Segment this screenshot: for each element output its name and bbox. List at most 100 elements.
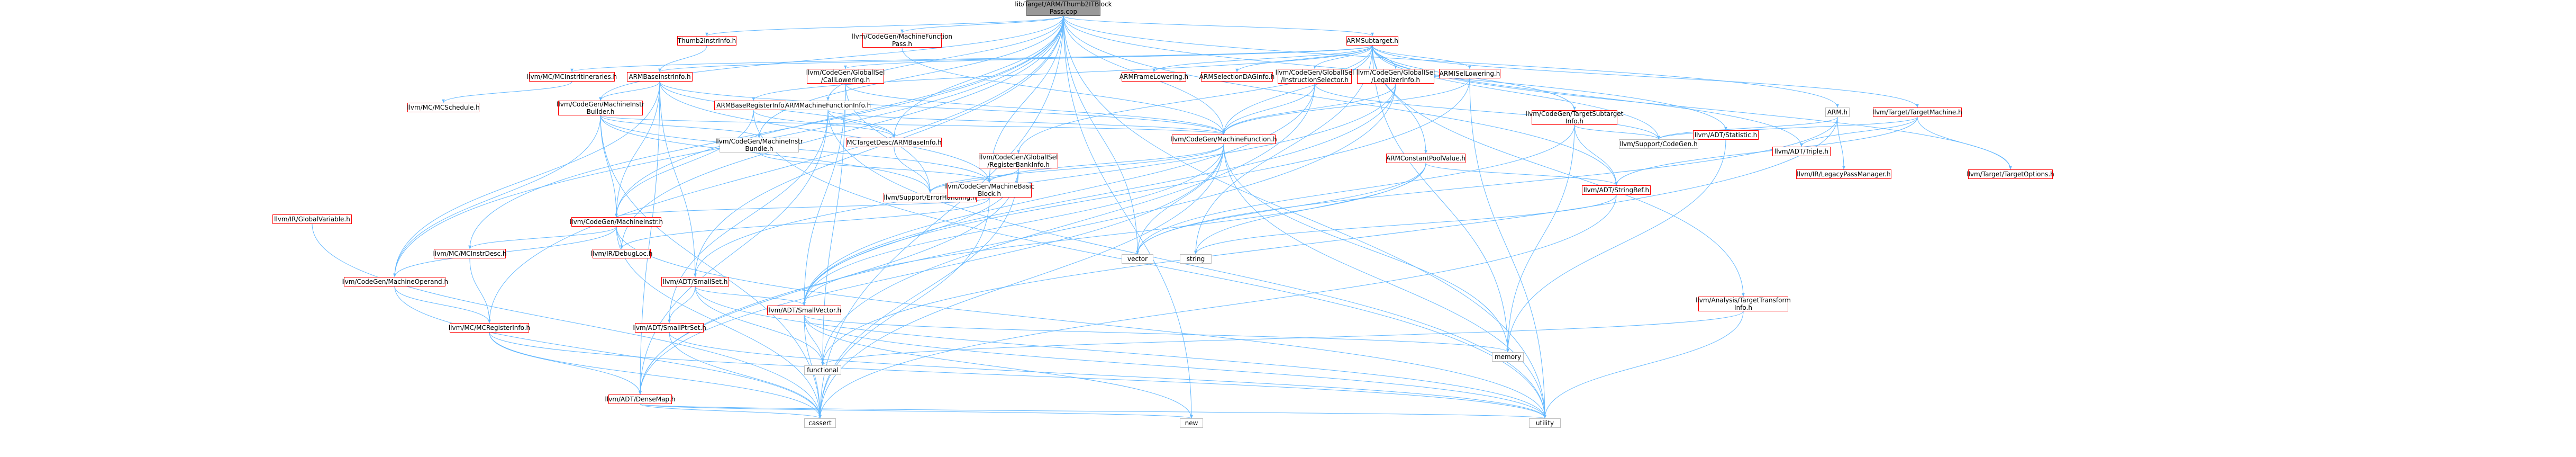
edge-armbaseinfo-to-errorhandling (894, 147, 932, 193)
node-mcschedule[interactable]: llvm/MC/MCSchedule.h (407, 103, 480, 112)
edge-armconstpool-to-stringref (1425, 163, 1618, 186)
edge-machinefunction-to-vector (1136, 144, 1224, 255)
node-smallvector[interactable]: llvm/ADT/SmallVector.h (767, 306, 842, 315)
edge-machinefunction-to-cassert (818, 144, 1224, 419)
node-mcinstritineraries[interactable]: llvm/MC/MCInstrItineraries.h (526, 72, 617, 82)
node-instructionselector[interactable]: llvm/CodeGen/GlobalISel /InstructionSele… (1275, 69, 1354, 84)
node-debugloc[interactable]: llvm/IR/DebugLoc.h (590, 249, 653, 258)
edge-machineinstr-to-cassert (616, 226, 822, 419)
edge-root-to-mibundle (758, 15, 1064, 138)
edge-armbaseinstrinfo-to-machineinstr (615, 81, 660, 218)
node-thumb2instrinfo[interactable]: Thumb2InstrInfo.h (677, 36, 736, 46)
edge-densemap-to-utility (640, 404, 1546, 419)
node-memory: memory (1492, 352, 1524, 362)
edge-smallptrset-to-utility (669, 332, 1546, 419)
node-targetmachine[interactable]: llvm/Target/TargetMachine.h (1872, 107, 1962, 117)
node-registerbankinfo[interactable]: llvm/CodeGen/GlobalISel /RegisterBankInf… (979, 154, 1058, 168)
edge-machinefunction-to-errorhandling (929, 144, 1224, 193)
edge-armsubtarget-to-triple (1372, 45, 1803, 147)
node-mcinstrdesc[interactable]: llvm/MC/MCInstrDesc.h (433, 249, 507, 258)
edge-mcregisterinfo-to-densemap (489, 332, 642, 395)
edge-legalizerinfo-to-smallset (694, 83, 1396, 277)
edge-root-to-cassert (818, 15, 1064, 419)
edge-mibuilder-to-machineinstr (600, 115, 618, 218)
node-machineinstr[interactable]: llvm/CodeGen/MachineInstr.h (569, 217, 663, 227)
node-codegen[interactable]: llvm/Support/CodeGen.h (1619, 139, 1698, 149)
node-armbaseinfo[interactable]: MCTargetDesc/ARMBaseInfo.h (846, 138, 942, 147)
edge-smallvector-to-memory (804, 315, 1509, 353)
node-targetoptions[interactable]: llvm/Target/TargetOptions.h (1967, 169, 2054, 179)
edge-tsubtargetinfo-to-memory (1506, 124, 1575, 353)
node-statistic[interactable]: llvm/ADT/Statistic.h (1693, 130, 1759, 140)
node-triple[interactable]: llvm/ADT/Triple.h (1772, 147, 1831, 156)
edge-armnode-to-vector (1136, 117, 1838, 255)
node-calllowering[interactable]: llvm/CodeGen/GlobalISel /CallLowering.h (806, 69, 885, 84)
edge-registerbankinfo-to-densemap (639, 168, 1019, 395)
edge-smallvector-to-functional (804, 315, 824, 366)
node-mcregisterinfo[interactable]: llvm/MC/MCRegisterInfo.h (448, 323, 531, 333)
edge-root-to-vector (1063, 15, 1139, 255)
edge-root-to-mfpass (900, 15, 1064, 33)
edge-tsubtargetinfo-to-vector (1136, 124, 1575, 255)
node-machinebasicblock[interactable]: llvm/CodeGen/MachineBasic Block.h (944, 183, 1035, 198)
edge-armsubtarget-to-armconstpool (1372, 45, 1427, 154)
node-armframelowering[interactable]: ARMFrameLowering.h (1119, 72, 1189, 82)
edge-machinebasicblock-to-cassert (818, 197, 990, 419)
edge-smallset-to-functional (695, 286, 824, 366)
edge-machineoperand-to-cassert (394, 286, 822, 419)
edge-instrsel-to-codegen (1314, 83, 1660, 140)
edge-instrsel-to-machinefunction (1222, 83, 1315, 135)
edge-stringref-to-cassert (818, 194, 1617, 419)
edge-armsubtarget-to-targetmachine (1372, 45, 1919, 108)
node-globalvariable[interactable]: llvm/IR/GlobalVariable.h (272, 214, 352, 224)
edge-root-to-machineinstr (615, 15, 1064, 218)
node-machineinstrbundle[interactable]: llvm/CodeGen/MachineInstr Bundle.h (715, 138, 803, 153)
edge-machineinstr-to-mcinstrdesc (468, 226, 617, 249)
node-smallptrset[interactable]: llvm/ADT/SmallPtrSet.h (632, 323, 706, 333)
node-machineoperand[interactable]: llvm/CodeGen/MachineOperand.h (341, 277, 449, 286)
node-string: string (1180, 254, 1212, 264)
edge-root-to-machinebasicblock (988, 15, 1064, 183)
edge-armsubtarget-to-codegen (1372, 45, 1660, 140)
node-densemap[interactable]: llvm/ADT/DenseMap.h (605, 395, 676, 404)
node-armbaseregisterinfo[interactable]: ARMBaseRegisterInfo.h (714, 101, 793, 110)
node-utility: utility (1529, 418, 1561, 428)
edge-armsubtarget-to-instrsel (1313, 45, 1373, 69)
node-legalizerinfo[interactable]: llvm/CodeGen/GlobalISel /LegalizerInfo.h (1356, 69, 1435, 84)
node-vector: vector (1122, 254, 1153, 264)
node-arm[interactable]: ARM.h (1825, 107, 1850, 117)
edge-armsubtarget-to-armframelowering (1152, 45, 1373, 73)
edge-legalizerinfo-to-machinefunction (1222, 83, 1396, 135)
node-smallset[interactable]: llvm/ADT/SmallSet.h (661, 277, 729, 286)
edge-root-to-armsubtarget (1063, 15, 1374, 37)
node-armconstantpoolvalue[interactable]: ARMConstantPoolValue.h (1386, 154, 1466, 163)
node-stringref[interactable]: llvm/ADT/StringRef.h (1582, 185, 1651, 195)
edge-smallset-to-smallvector (695, 286, 806, 306)
edge-root-to-utility (1063, 15, 1546, 419)
edge-tsubtargetinfo-to-codegen (1574, 124, 1660, 140)
node-armsubtarget[interactable]: ARMSubtarget.h (1346, 36, 1398, 46)
edge-armsubtarget-to-memory (1372, 45, 1509, 353)
edge-globalvariable-to-cassert (312, 223, 822, 419)
edge-mibuilder-to-machineoperand (393, 115, 601, 277)
edge-mcinstrinfo-to-mcschedule (442, 81, 572, 103)
node-armbaseinstrinfo[interactable]: ARMBaseInstrInfo.h (627, 72, 693, 82)
node-armselectiondaginfo[interactable]: ARMSelectionDAGInfo.h (1199, 72, 1275, 82)
edge-calllowering-to-machinefunction (845, 83, 1225, 135)
node-machineinstrbuilder[interactable]: llvm/CodeGen/MachineInstr Builder.h (557, 101, 644, 115)
node-targettransforminfo[interactable]: llvm/Analysis/TargetTransform Info.h (1696, 297, 1791, 311)
node-targetsubtargetinfo[interactable]: llvm/CodeGen/TargetSubtarget Info.h (1525, 110, 1624, 125)
edge-armisellowering-to-machinefunction (1222, 78, 1470, 135)
root-file-node: lib/Target/ARM/Thumb2ITBlock Pass.cpp (1015, 0, 1112, 16)
edge-machinefunction-to-utility (1223, 144, 1546, 419)
edge-mibundle-to-machinebasicblock (759, 152, 991, 183)
node-legacypassmanager[interactable]: llvm/IR/LegacyPassManager.h (1796, 169, 1891, 179)
node-machinefunction[interactable]: llvm/CodeGen/MachineFunction.h (1170, 135, 1277, 144)
edge-armconstpool-to-smallvector (803, 163, 1426, 306)
edge-armsubtarget-to-registerbankinfo (1017, 45, 1373, 154)
node-machinefunctionpass[interactable]: llvm/CodeGen/MachineFunction Pass.h (852, 33, 952, 48)
node-armmachinefunctioninfo[interactable]: ARMMachineFunctionInfo.h (785, 101, 871, 110)
edge-smallset-to-utility (695, 286, 1546, 419)
edge-machineinstr-to-utility (616, 226, 1546, 419)
node-armisellowering[interactable]: ARMISelLowering.h (1439, 69, 1500, 78)
